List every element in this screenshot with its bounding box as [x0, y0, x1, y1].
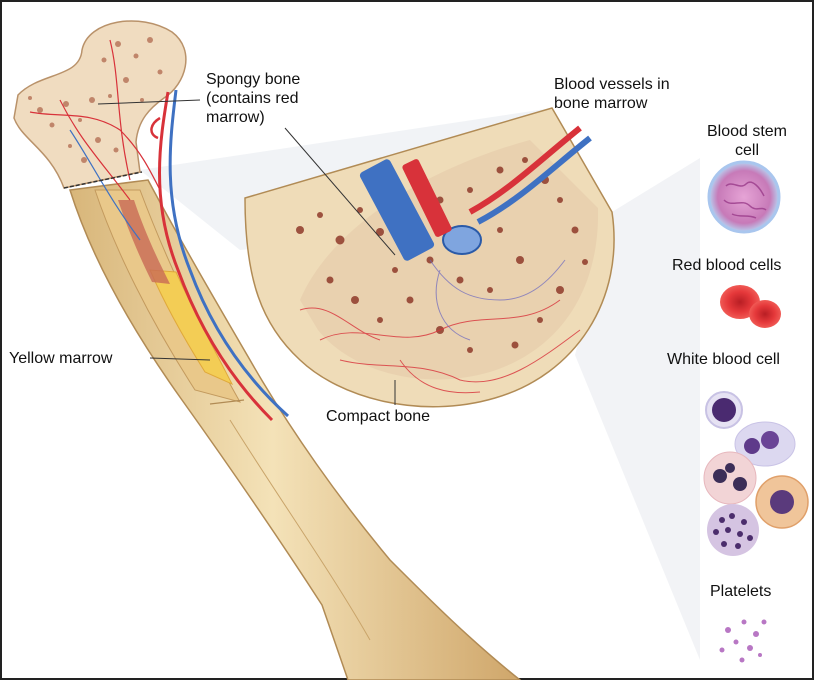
red-blood-cell-2 — [749, 300, 781, 328]
label-blood-stem-cell-1: Blood stem — [692, 122, 802, 141]
label-yellow-marrow: Yellow marrow — [9, 349, 112, 368]
platelets-group — [720, 620, 767, 663]
label-compact-bone: Compact bone — [326, 407, 430, 426]
label-spongy-bone-3: marrow) — [206, 108, 265, 127]
label-red-blood-cells: Red blood cells — [672, 256, 781, 275]
label-spongy-bone-1: Spongy bone — [206, 70, 300, 89]
label-white-blood-cell: White blood cell — [667, 350, 780, 369]
white-blood-cells — [704, 392, 808, 556]
label-spongy-bone-2: (contains red — [206, 89, 299, 108]
label-blood-stem-cell-2: cell — [692, 141, 802, 160]
label-blood-vessels-2: bone marrow — [554, 94, 647, 113]
label-blood-vessels-1: Blood vessels in — [554, 75, 670, 94]
label-platelets: Platelets — [710, 582, 771, 601]
blood-stem-cell — [709, 162, 779, 232]
artery-branch — [151, 118, 160, 138]
